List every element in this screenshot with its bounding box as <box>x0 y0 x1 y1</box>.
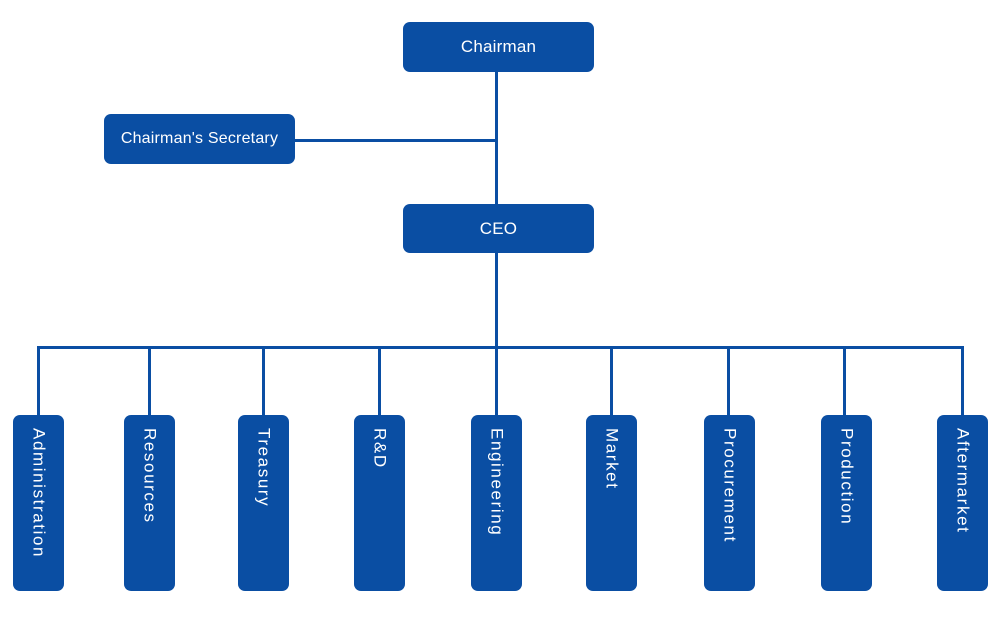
secretary-label: Chairman's Secretary <box>120 130 279 147</box>
dept-drop-treasury <box>262 346 265 416</box>
dept-resources-label: Resources <box>140 428 160 524</box>
chairman-ceo-connector <box>495 71 498 204</box>
ceo-bus-connector <box>495 252 498 348</box>
ceo-node: CEO <box>403 204 594 253</box>
dept-rd-label: R&D <box>370 428 390 469</box>
secretary-node: Chairman's Secretary <box>104 114 295 164</box>
dept-treasury: Treasury <box>238 415 289 591</box>
dept-drop-resources <box>148 346 151 416</box>
dept-administration-label: Administration <box>29 428 49 559</box>
secretary-connector <box>294 139 497 142</box>
dept-drop-rd <box>378 346 381 416</box>
department-bus-line <box>37 346 964 349</box>
dept-administration: Administration <box>13 415 64 591</box>
dept-engineering: Engineering <box>471 415 522 591</box>
dept-drop-administration <box>37 346 40 416</box>
dept-production-label: Production <box>837 428 857 526</box>
dept-drop-market <box>610 346 613 416</box>
dept-drop-production <box>843 346 846 416</box>
dept-market-label: Market <box>602 428 622 490</box>
dept-aftermarket-label: Aftermarket <box>953 428 973 534</box>
dept-drop-aftermarket <box>961 346 964 416</box>
chairman-node: Chairman <box>403 22 594 72</box>
dept-procurement: Procurement <box>704 415 755 591</box>
dept-production: Production <box>821 415 872 591</box>
dept-treasury-label: Treasury <box>254 428 274 508</box>
chairman-label: Chairman <box>460 37 537 56</box>
dept-drop-procurement <box>727 346 730 416</box>
dept-aftermarket: Aftermarket <box>937 415 988 591</box>
ceo-label: CEO <box>479 218 518 238</box>
dept-procurement-label: Procurement <box>720 428 740 543</box>
dept-drop-engineering <box>495 346 498 416</box>
dept-engineering-label: Engineering <box>487 428 507 537</box>
dept-resources: Resources <box>124 415 175 591</box>
dept-rd: R&D <box>354 415 405 591</box>
dept-market: Market <box>586 415 637 591</box>
